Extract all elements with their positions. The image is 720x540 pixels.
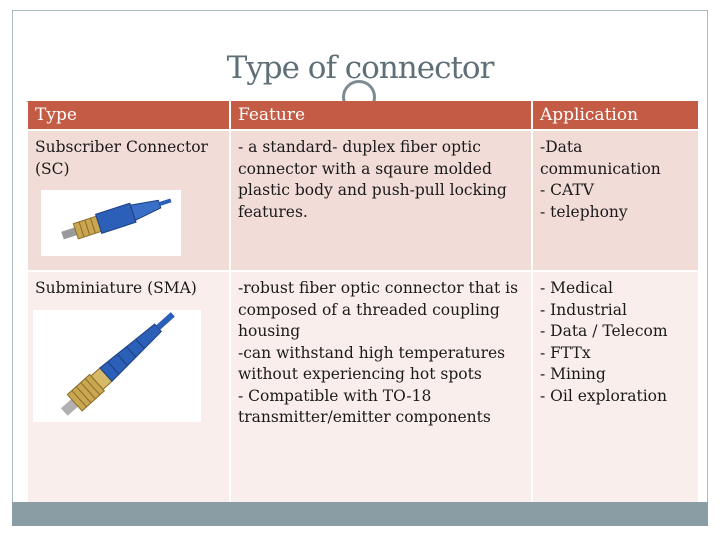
application-cell: -Data communication - CATV - telephony — [532, 129, 698, 271]
connector-table: Type Feature Application Subscriber Conn… — [28, 101, 698, 510]
sma-connector-photo — [33, 309, 201, 422]
header-feature: Feature — [230, 101, 533, 130]
application-cell: - Medical - Industrial - Data / Telecom … — [532, 270, 698, 510]
bottom-bar — [12, 502, 708, 526]
feature-cell: - a standard- duplex fiber optic connect… — [230, 129, 533, 271]
header-application: Application — [532, 101, 698, 130]
table-header-row: Type Feature Application — [28, 101, 698, 130]
table-row: Subscriber Connector (SC) — [28, 129, 698, 271]
type-label: Subminiature (SMA) — [35, 279, 197, 297]
type-cell: Subscriber Connector (SC) — [28, 129, 231, 271]
feature-cell: -robust fiber optic connector that is co… — [230, 270, 533, 510]
type-cell: Subminiature (SMA) — [28, 270, 231, 510]
sc-connector-photo — [41, 190, 181, 256]
type-label: Subscriber Connector (SC) — [35, 138, 208, 178]
table-row: Subminiature (SMA) — [28, 270, 698, 510]
header-type: Type — [28, 101, 231, 130]
